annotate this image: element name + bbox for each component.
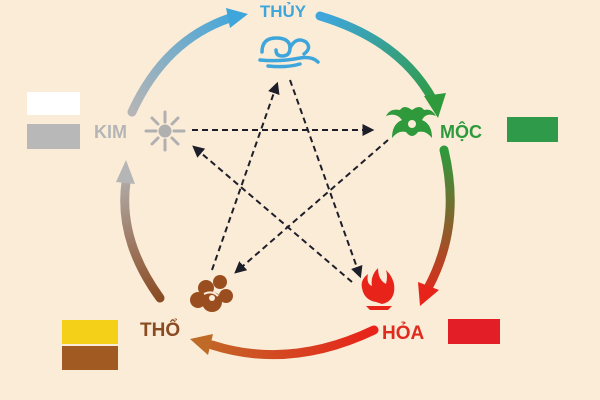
water-cloud-icon [258,36,320,69]
label-hoa: HỎA [382,322,425,344]
node-hoa: HỎA [361,268,500,344]
label-moc: MỘC [440,121,482,142]
wood-leaf-icon [386,107,436,138]
fire-flame-icon [361,268,395,310]
node-thuy: THỦY [258,2,320,69]
swatch-kim-white [27,92,80,115]
node-tho: THỔ [62,275,233,370]
earth-swirl-icon [190,275,233,312]
swatch-hoa-red [448,319,500,344]
generating-cycle [116,8,455,360]
metal-sparkle-icon [144,110,186,152]
label-kim: KIM [94,122,127,142]
node-kim: KIM [27,92,186,152]
dashed-arrow-thuy-to-hoa [289,79,363,279]
controlling-cycle [192,79,389,283]
arc-kim-to-thuy [127,8,248,117]
swatch-kim-gray [27,124,80,149]
dashed-arrow-tho-to-thuy [211,81,280,271]
label-thuy: THỦY [260,2,307,21]
arc-hoa-to-tho [190,325,379,360]
arc-thuy-to-moc [315,11,446,118]
node-moc: MỘC [386,107,558,142]
arc-tho-to-kim [116,160,165,303]
swatch-tho-yellow [62,320,118,344]
label-tho: THỔ [140,319,180,341]
swatch-moc-green [507,117,558,142]
dashed-arrow-hoa-to-kim [192,145,353,283]
swatch-tho-brown [62,346,118,370]
arc-moc-to-hoa [418,145,455,306]
dashed-arrow-moc-to-tho [234,139,389,274]
